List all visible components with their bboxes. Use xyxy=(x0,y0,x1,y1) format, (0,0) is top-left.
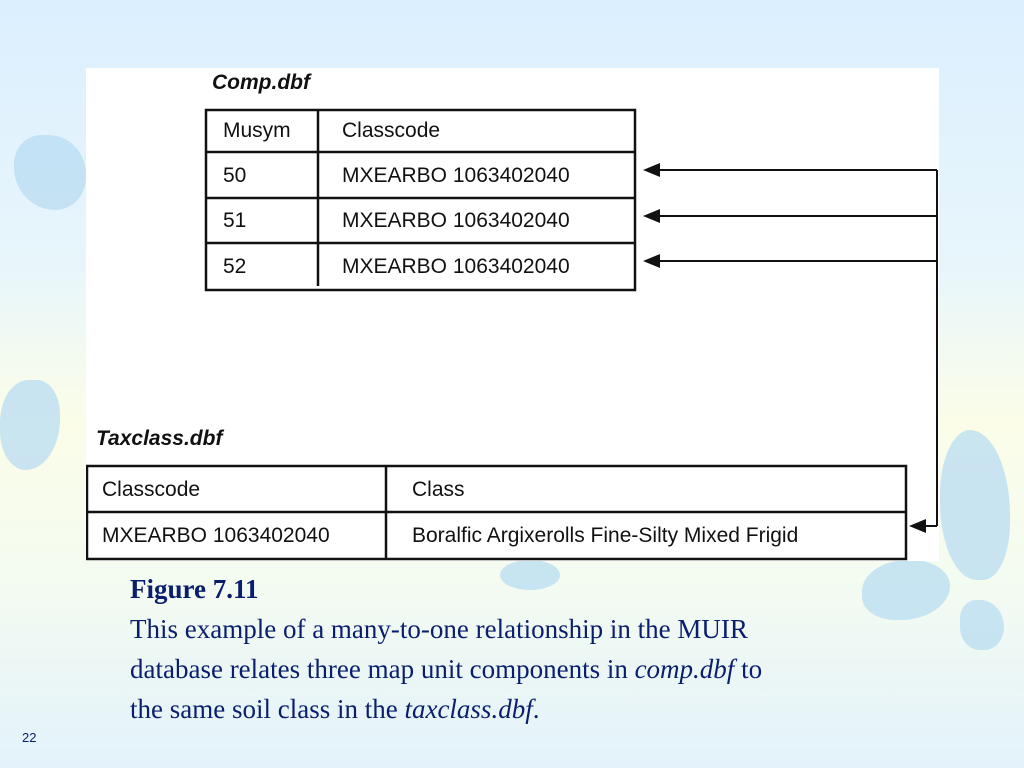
caption-line-3: the same soil class in the taxclass.dbf. xyxy=(130,694,539,725)
caption-line-3-end: . xyxy=(532,694,540,724)
background-map-shape xyxy=(960,600,1004,650)
caption-line-2-text: database relates three map unit componen… xyxy=(130,654,635,684)
taxclass-header-class: Class xyxy=(412,478,465,501)
caption-line-1: This example of a many-to-one relationsh… xyxy=(130,614,748,644)
slide-number: 22 xyxy=(22,730,37,745)
background-map-shape xyxy=(0,380,60,470)
figure-panel: Comp.dbf Musym Classcode 50 MXEARBO 1063… xyxy=(86,68,939,561)
taxclass-table-title: Taxclass.dbf xyxy=(96,427,223,450)
figure-label: Figure 7.11 xyxy=(130,574,259,604)
comp-row-2-classcode: MXEARBO 1063402040 xyxy=(342,209,570,232)
comp-table-title: Comp.dbf xyxy=(212,71,310,94)
comp-row-3-classcode: MXEARBO 1063402040 xyxy=(342,255,570,278)
caption-line-2-end: to xyxy=(734,654,763,684)
caption-taxclass-dbf: taxclass.dbf xyxy=(404,694,533,724)
comp-row-2-musym: 51 xyxy=(223,209,247,232)
caption-comp-dbf: comp.dbf xyxy=(634,654,735,684)
background-map-shape xyxy=(14,135,86,210)
caption-line-3-text: the same soil class in the xyxy=(130,694,405,724)
comp-header-musym: Musym xyxy=(223,119,291,142)
taxclass-row-1-classcode: MXEARBO 1063402040 xyxy=(102,524,330,547)
background-map-shape xyxy=(940,430,1010,580)
background-map-shape xyxy=(500,560,560,590)
comp-row-3-musym: 52 xyxy=(223,255,247,278)
taxclass-row-1-class: Boralfic Argixerolls Fine-Silty Mixed Fr… xyxy=(412,524,799,547)
figure-lines xyxy=(86,108,938,561)
caption-line-2: database relates three map unit componen… xyxy=(130,654,762,685)
figure-caption: Figure 7.11 This example of a many-to-on… xyxy=(130,574,950,734)
comp-header-classcode: Classcode xyxy=(342,119,441,142)
comp-row-1-classcode: MXEARBO 1063402040 xyxy=(342,164,570,187)
comp-row-1-musym: 50 xyxy=(223,164,247,187)
taxclass-header-classcode: Classcode xyxy=(102,478,201,501)
